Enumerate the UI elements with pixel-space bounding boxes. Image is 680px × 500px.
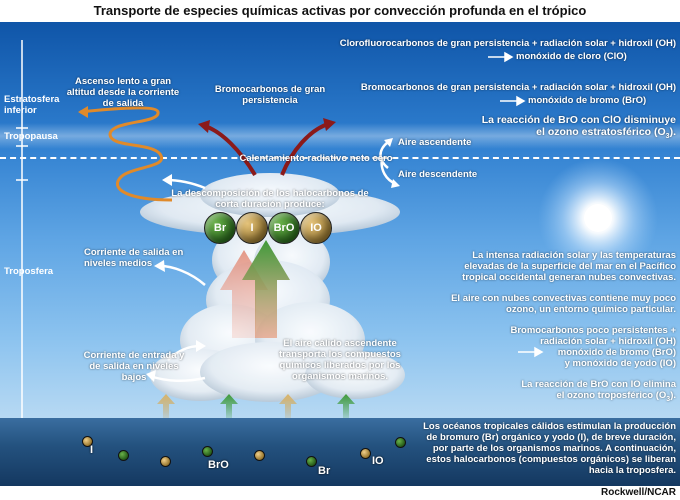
mid-outflow-label: Corriente de salida en niveles medios	[84, 247, 184, 269]
strat-ozone-sub: 3	[665, 133, 670, 141]
radiative-label: Calentamiento radiativo neto cero	[239, 153, 393, 164]
cfc-note: Clorofluorocarbonos de gran persistencia…	[339, 38, 676, 49]
slow-ascent-arrowhead	[78, 106, 88, 118]
sea-molecule	[395, 437, 406, 448]
bromo-short-note: Bromocarbonos poco persistentes + radiac…	[440, 325, 677, 369]
long-bromo-label: Bromocarbonos de gran persistencia	[214, 84, 326, 106]
strat-ozone-line2: el ozono estratosférico (O	[536, 126, 666, 138]
altitude-scale	[16, 40, 28, 418]
bromo-long-note: Bromocarbonos de gran persistencia + rad…	[360, 82, 676, 93]
sea-molecule	[254, 450, 265, 461]
sea-molecule	[360, 448, 371, 459]
tropo-ozone-end: ).	[670, 390, 676, 401]
sea-label-i: I	[90, 444, 94, 456]
tropo-ozone-line1: La reacción de BrO con IO elimina	[521, 379, 676, 390]
solar-note: La intensa radiación solar y las tempera…	[462, 250, 676, 283]
species-io: IO	[300, 212, 332, 244]
sea-molecule	[306, 456, 317, 467]
bromo-long-result: monóxido de bromo (BrO)	[528, 95, 647, 106]
convective-cloud	[140, 173, 405, 402]
cfc-result: monóxido de cloro (ClO)	[516, 51, 627, 62]
species-bro: BrO	[268, 212, 300, 244]
ozone-poor-note: El aire con nubes convectivas contiene m…	[451, 293, 676, 315]
stratosphere-label: Estratosfera inferior	[4, 94, 60, 116]
sea-molecule	[160, 456, 171, 467]
strat-ozone-line1: La reacción de BrO con ClO disminuye	[481, 114, 676, 126]
diagram-title: Transporte de especies químicas activas …	[0, 0, 680, 22]
sea-emission-arrows	[157, 394, 355, 418]
decomposition-label: La descomposición de los halocarbonos de…	[171, 188, 369, 210]
reaction-arrows	[488, 51, 544, 358]
ocean	[0, 418, 680, 486]
long-bromo-arrow-right	[280, 122, 329, 176]
troposphere-label: Troposfera	[4, 266, 54, 277]
tropo-ozone-line2: el ozono troposférico (O	[556, 390, 667, 401]
ocean-note: Los océanos tropicales cálidos estimulan…	[423, 421, 676, 476]
long-bromo-arrow-left	[204, 124, 257, 177]
bromo-short-line1: Bromocarbonos poco persistentes +	[510, 325, 677, 336]
slow-ascent-arrow	[79, 106, 173, 202]
rising-air-arrow	[379, 141, 389, 169]
credit: Rockwell/NCAR	[600, 487, 676, 498]
sun-core	[584, 204, 612, 232]
sea-label-bro: BrO	[208, 459, 229, 471]
bottom-strip	[0, 486, 680, 500]
slow-ascent-label: Ascenso lento a gran altitud desde la co…	[66, 76, 180, 109]
rising-transport-arrows	[220, 240, 290, 338]
strat-ozone-note: La reacción de BrO con ClO disminuye el …	[380, 114, 676, 143]
sea-label-io: IO	[372, 455, 384, 467]
rising-air-label: Aire ascendente	[398, 137, 472, 148]
sea-molecule	[202, 446, 213, 457]
tropo-ozone-note: La reacción de BrO con IO elimina el ozo…	[440, 379, 676, 405]
radiative-boundary-line	[0, 157, 680, 159]
tropo-ozone-sub: 3	[666, 395, 671, 403]
warm-air-label: El aire cálido ascendente transporta los…	[279, 338, 401, 382]
species-i: I	[236, 212, 268, 244]
strat-ozone-end: ).	[669, 126, 676, 138]
falling-air-label: Aire descendente	[398, 169, 478, 180]
low-flow-label: Corriente de entrada y de salida en nive…	[83, 350, 185, 383]
sea-molecule	[82, 436, 93, 447]
bromo-short-line2: radiación solar + hidroxil (OH)	[540, 336, 676, 347]
bromo-short-line3: monóxido de bromo (BrO)	[557, 347, 676, 358]
species-br: Br	[204, 212, 236, 244]
bromo-short-line4: y monóxido de yodo (IO)	[564, 358, 676, 369]
sea-label-br: Br	[318, 465, 331, 477]
sea-molecule	[118, 450, 129, 461]
tropopause-label: Tropopausa	[4, 131, 58, 142]
